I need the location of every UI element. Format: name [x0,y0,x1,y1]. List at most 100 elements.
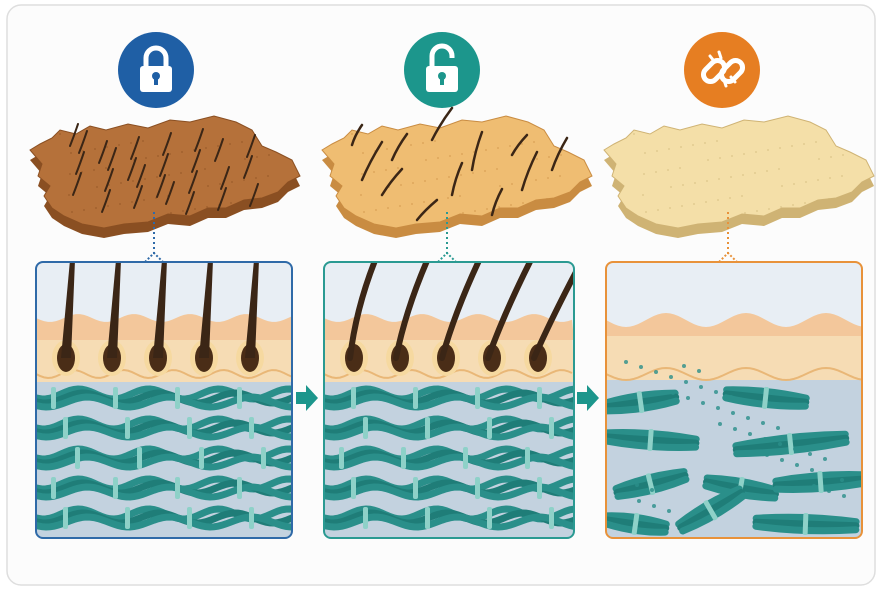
hide-pore [424,180,426,182]
hide-pore [547,177,549,179]
hide-pore [361,173,363,175]
hide-pore [169,153,171,155]
hide-pore [207,185,209,187]
collagen-debris [733,427,737,431]
collagen-debris [729,395,733,399]
hide-pore [642,194,644,196]
collagen-band [425,507,430,529]
hide-pore [781,185,783,187]
collagen-band [339,447,344,469]
collagen-band [113,387,118,409]
hide-pore [268,154,270,156]
collagen-debris [671,391,675,395]
hide-pore [437,157,439,159]
hide-pore [423,201,425,203]
hide-pore [816,200,818,202]
hide-pore [681,205,683,207]
hide-pore [657,209,659,211]
collagen-band [199,447,204,469]
hide-pore [693,203,695,205]
hide-pore [546,198,548,200]
hide-pore [805,181,807,183]
collagen-debris [765,453,769,457]
hide-pore [255,177,257,179]
collagen-debris [761,421,765,425]
hide-pore [474,210,476,212]
hide-pore [219,183,221,185]
hide-pore [509,145,511,147]
collagen-band [413,477,418,499]
collagen-band [249,417,254,439]
hide-pore [107,205,109,207]
hide-pore [743,153,745,155]
hide-pore [536,158,538,160]
hide-pore [497,147,499,149]
hide-pore [449,155,451,157]
hide-pore [400,184,402,186]
hide-pore [254,198,256,200]
hide-pore [670,186,672,188]
hide-pore [534,200,536,202]
collagen-debris [701,401,705,405]
hide-pore [386,148,388,150]
hide-pore [779,147,781,149]
collagen-band [63,507,68,529]
hide-pore [756,210,758,212]
hide-pore [511,183,513,185]
hide-pore [767,149,769,151]
collagen-debris [667,509,671,513]
broken-link-badge [684,32,760,108]
hide-pore [243,179,245,181]
collagen-band [175,387,180,409]
cross-section-broken [605,262,867,539]
collagen-debris [714,390,718,394]
hide-pore [412,182,414,184]
collagen-debris [776,426,780,430]
hide-pore [448,176,450,178]
collagen-debris [748,432,752,436]
hide-pore [436,178,438,180]
collagen-debris [840,478,844,482]
hide-pore [231,181,233,183]
hide-pore [793,183,795,185]
hide-pore [410,144,412,146]
hide-pore [560,154,562,156]
hide-pore [459,195,461,197]
hide-pore [170,212,172,214]
collagen-debris [731,411,735,415]
collagen-band [487,417,492,439]
hide-pore [719,157,721,159]
collagen-band [537,477,542,499]
hide-pore [682,184,684,186]
collagen-band [51,477,56,499]
hide-pore [817,179,819,181]
hide-pore [535,179,537,181]
collagen-debris [810,468,814,472]
hide-pore [106,146,108,148]
collagen-debris [682,364,686,368]
hide-pore [707,159,709,161]
collagen-band [137,447,142,469]
collagen-band [549,507,554,529]
hide-pore [496,168,498,170]
hide-pore [143,199,145,201]
collagen-band [401,447,406,469]
hide-pore [387,207,389,209]
hide-pore [840,196,842,198]
hide-pore [706,180,708,182]
collagen-band [237,387,242,409]
hide-pore [548,156,550,158]
collagen-debris [716,406,720,410]
hide-pore [818,158,820,160]
hide-pore [397,167,399,169]
collagen-debris [686,396,690,400]
hide-pore [94,148,96,150]
hide-pore [194,208,196,210]
hide-pore [96,186,98,188]
collagen-debris [827,489,831,493]
hide-pore [499,185,501,187]
hide-pore [533,141,535,143]
hide-pore [204,168,206,170]
hide-pore [68,194,70,196]
